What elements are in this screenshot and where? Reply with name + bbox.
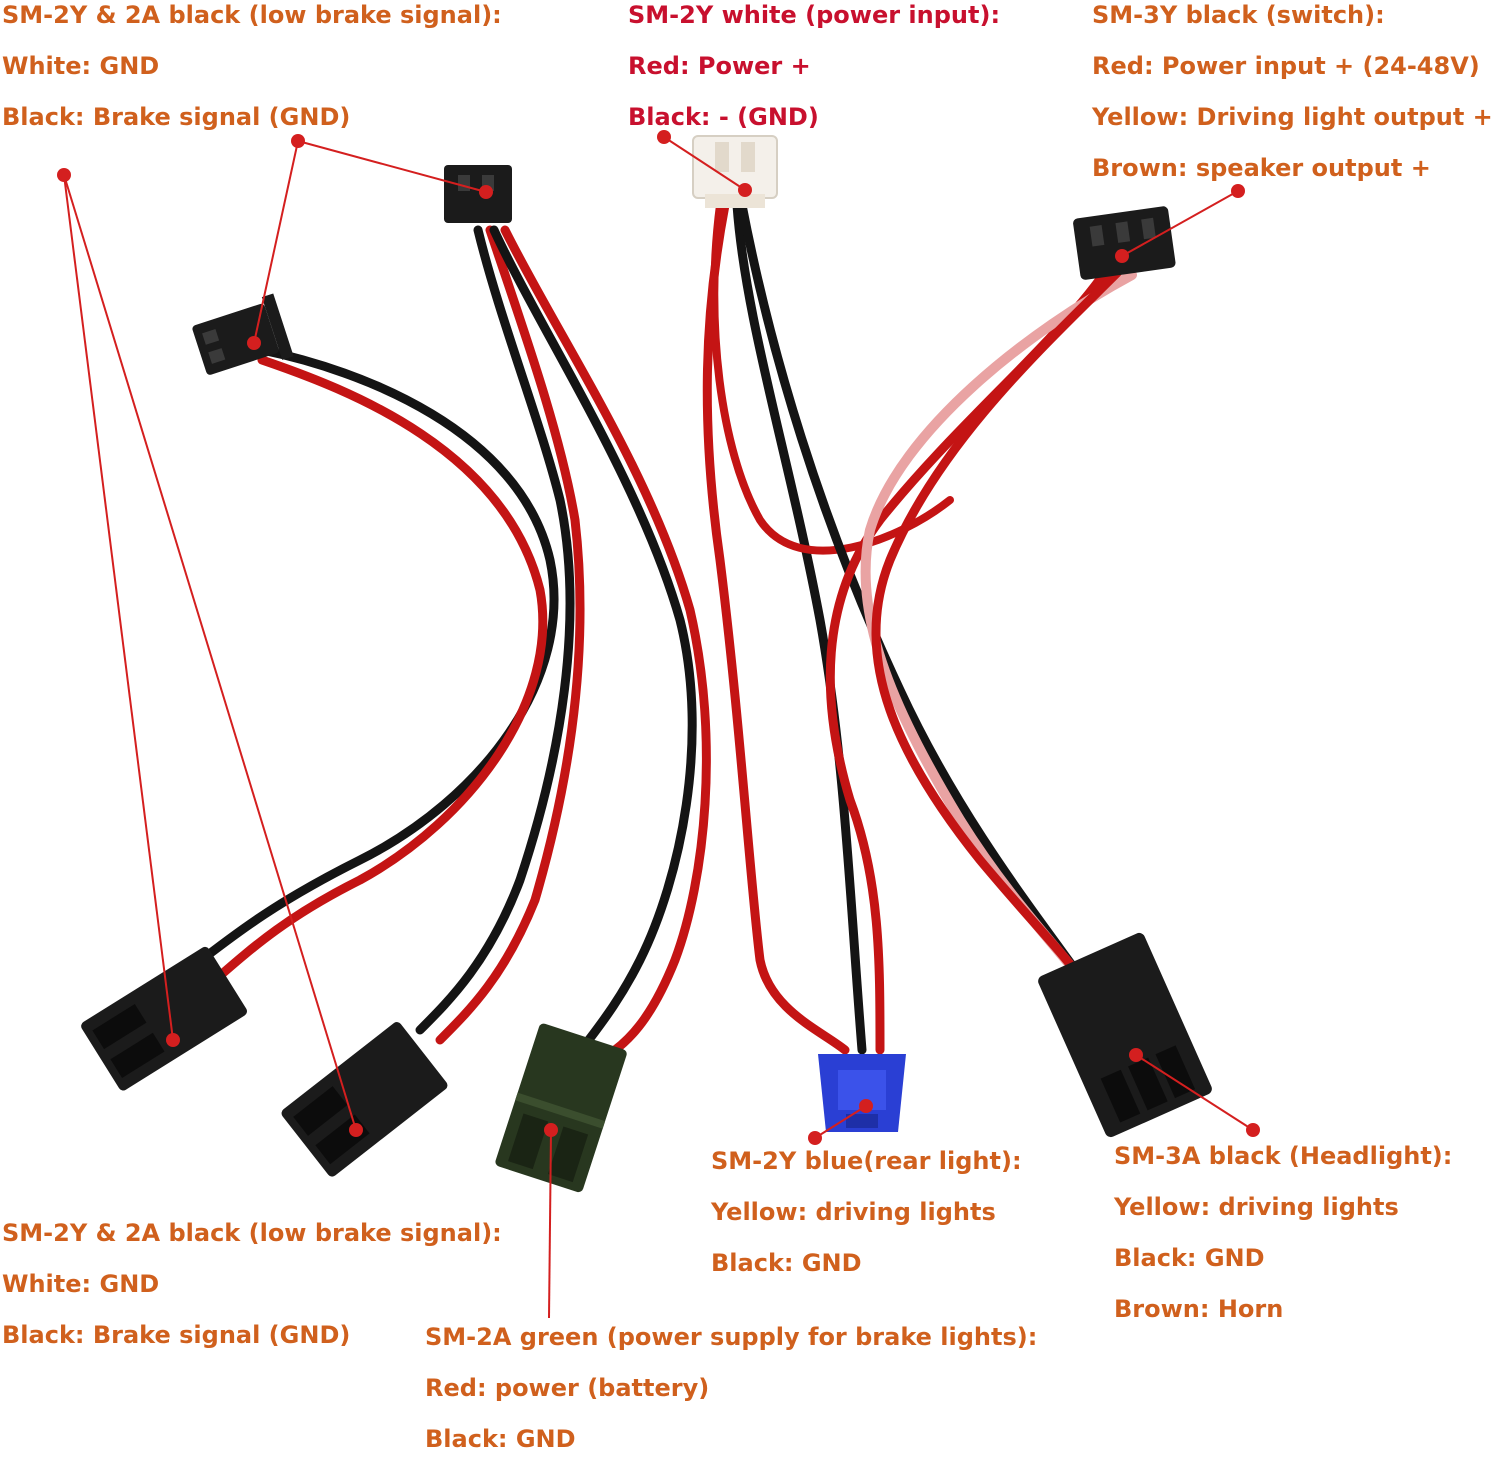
label-line: Red: Power + <box>628 52 811 80</box>
pointer-dot-icon <box>247 336 261 350</box>
label-line: Red: Power input + (24-48V) <box>1092 52 1480 80</box>
pointer-dot-icon <box>859 1099 873 1113</box>
pointer-dot-icon <box>291 134 305 148</box>
pointer-dot-icon <box>738 183 752 197</box>
label-line: White: GND <box>2 1270 160 1298</box>
pointer-line <box>663 136 746 191</box>
pointer-dot-icon <box>1246 1123 1260 1137</box>
wire-red <box>702 200 850 1055</box>
wire-black <box>732 200 867 1055</box>
connector-icon <box>281 1022 448 1177</box>
connector-icon <box>444 165 512 223</box>
label-line: SM-2Y & 2A black (low brake signal): <box>2 1 502 29</box>
label-line: SM-2A green (power supply for brake ligh… <box>425 1323 1038 1351</box>
pointer-dot-icon <box>57 168 71 182</box>
pointer-dot-icon <box>349 1123 363 1137</box>
label-line: Black: - (GND) <box>628 103 819 131</box>
label-bottom-left: SM-2Y & 2A black (low brake signal): Whi… <box>2 1218 502 1371</box>
pointer-lines <box>63 136 1254 1319</box>
pointer-line <box>253 140 299 344</box>
wires <box>190 200 1137 1055</box>
pointer-line <box>1135 1054 1254 1131</box>
label-line: White: GND <box>2 52 160 80</box>
connector-icon <box>818 1054 906 1132</box>
pointer-dot-icon <box>1129 1048 1143 1062</box>
pointer-line <box>814 1105 867 1139</box>
connectors <box>81 135 1212 1193</box>
wire-red <box>500 225 711 1055</box>
pointer-line <box>63 174 357 1131</box>
label-line: SM-2Y blue(rear light): <box>711 1147 1022 1175</box>
connector-icon <box>692 135 778 208</box>
wire-black <box>489 225 697 1050</box>
pointer-line <box>548 1129 552 1319</box>
label-bottom-middle: SM-2A green (power supply for brake ligh… <box>425 1322 1037 1475</box>
label-line: SM-3A black (Headlight): <box>1114 1142 1453 1170</box>
label-line: Yellow: driving lights <box>1114 1193 1399 1221</box>
label-top-middle: SM-2Y white (power input): Red: Power + … <box>628 0 1000 153</box>
wire-black <box>415 225 575 1035</box>
wire-black <box>737 200 1095 995</box>
label-bottom-right: SM-3A black (Headlight): Yellow: driving… <box>1114 1141 1452 1345</box>
label-top-right: SM-3Y black (switch): Red: Power input +… <box>1092 0 1493 204</box>
label-line: Black: GND <box>711 1249 862 1277</box>
connector-icon <box>1038 932 1212 1138</box>
label-blue-connector: SM-2Y blue(rear light): Yellow: driving … <box>711 1146 1022 1299</box>
label-line: Black: GND <box>1114 1244 1265 1272</box>
pointer-dot-icon <box>657 130 671 144</box>
label-line: Yellow: Driving light output + <box>1092 103 1493 131</box>
wire-red <box>435 225 585 1045</box>
pointer-dots <box>57 130 1260 1145</box>
label-line: Black: Brake signal (GND) <box>2 103 351 131</box>
pointer-dot-icon <box>1115 249 1129 263</box>
pointer-dot-icon <box>479 185 493 199</box>
pointer-dot-icon <box>544 1123 558 1137</box>
connector-icon <box>81 946 247 1091</box>
pointer-line <box>297 140 487 193</box>
label-line: SM-3Y black (switch): <box>1092 1 1385 29</box>
connector-icon <box>1073 206 1176 280</box>
connector-icon <box>192 293 294 375</box>
label-line: Brown: Horn <box>1114 1295 1284 1323</box>
label-line: Black: GND <box>425 1425 576 1453</box>
label-line: Red: power (battery) <box>425 1374 710 1402</box>
label-top-left: SM-2Y & 2A black (low brake signal): Whi… <box>2 0 502 153</box>
pointer-line <box>1121 190 1239 257</box>
label-line: SM-2Y & 2A black (low brake signal): <box>2 1219 502 1247</box>
pointer-dot-icon <box>808 1131 822 1145</box>
pointer-dot-icon <box>166 1033 180 1047</box>
connector-icon <box>495 1023 627 1193</box>
label-line: Black: Brake signal (GND) <box>2 1321 351 1349</box>
label-line: Brown: speaker output + <box>1092 154 1431 182</box>
wire-red <box>210 355 548 985</box>
label-line: Yellow: driving lights <box>711 1198 996 1226</box>
pointer-dot-icon <box>1231 184 1245 198</box>
label-line: SM-2Y white (power input): <box>628 1 1001 29</box>
wire-red <box>710 201 954 555</box>
wire-red <box>871 265 1125 990</box>
pointer-line <box>63 174 174 1041</box>
